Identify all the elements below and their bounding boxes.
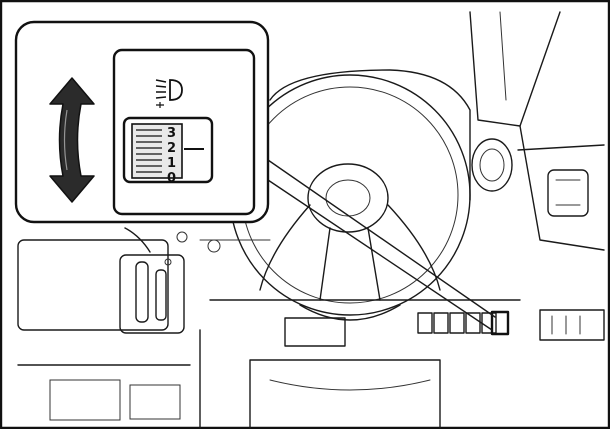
gear-lever [124,227,151,253]
dial-mark-3: 3 [167,126,176,141]
steering-spoke-left [259,204,311,291]
windshield-edge [499,11,507,101]
steering-spoke-bottom-left [319,227,331,301]
switch-row [417,310,510,336]
console-curve [269,379,431,391]
steering-spoke-right [387,204,441,291]
gear-slot-right [155,269,167,321]
door-handle [547,169,589,217]
callout-pointer-top [267,159,496,318]
gear-selector-gate [119,254,185,334]
headlight-icon [155,79,183,108]
up-down-double-arrow-icon [49,77,95,203]
gear-slot-left [135,261,149,323]
a-pillar-left [469,11,561,127]
window-switch-buttons [551,315,581,335]
steering-spoke-bottom-right [367,227,381,301]
glovebox-panel [17,239,169,331]
callout-box: 3 2 1 0 [14,20,270,224]
dial-face [131,123,183,179]
steering-hub-center [325,179,371,217]
dial-mark-1: 1 [167,156,176,171]
dash-knob-2 [176,231,188,243]
gear-indicator-dot [164,258,172,266]
steering-wheel-rim-inner [241,86,459,304]
dial-ridges [136,129,162,173]
window-switch [539,309,605,341]
dash-knob [207,239,221,253]
air-vent-round [471,138,513,192]
steering-column [299,304,401,321]
column-cover [284,317,346,347]
lower-left-box-2 [129,384,181,420]
door-handle-detail [555,179,581,206]
door-line-top [517,144,605,151]
headlight-leveling-switch [490,310,510,336]
callout-pointer-bottom [267,179,493,331]
steering-hub [307,163,389,233]
air-vent-round-inner [479,148,505,182]
a-pillar-right [519,125,605,251]
lower-left-box [49,379,121,421]
dial-mark-0: 0 [167,171,176,186]
dial-mark-2: 2 [167,141,176,156]
instrument-hood [269,69,471,201]
console-panel [249,359,441,429]
